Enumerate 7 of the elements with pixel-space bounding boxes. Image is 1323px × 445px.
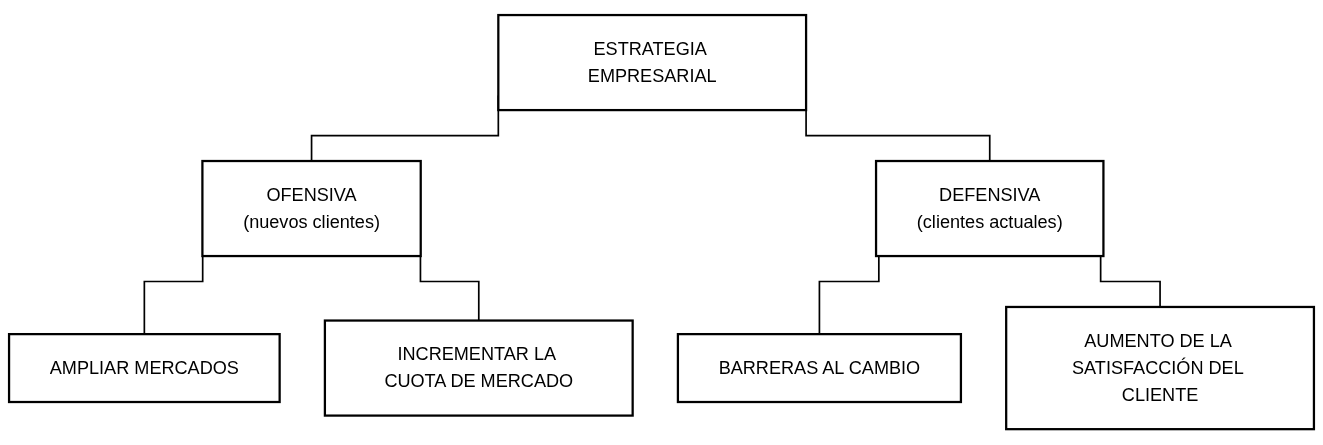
node-box: AUMENTO DE LA SATISFACCIÓN DEL CLIENTE [1005,306,1316,431]
node-box: INCREMENTAR LA CUOTA DE MERCADO [323,319,634,418]
node-box: OFENSIVA (nuevos clientes) [201,160,422,258]
node-box: AMPLIAR MERCADOS [7,333,281,404]
node-box: DEFENSIVA (clientes actuales) [874,160,1105,258]
node-box: BARRERAS AL CAMBIO [676,333,963,404]
node-box: ESTRATEGIA EMPRESARIAL [497,14,808,112]
